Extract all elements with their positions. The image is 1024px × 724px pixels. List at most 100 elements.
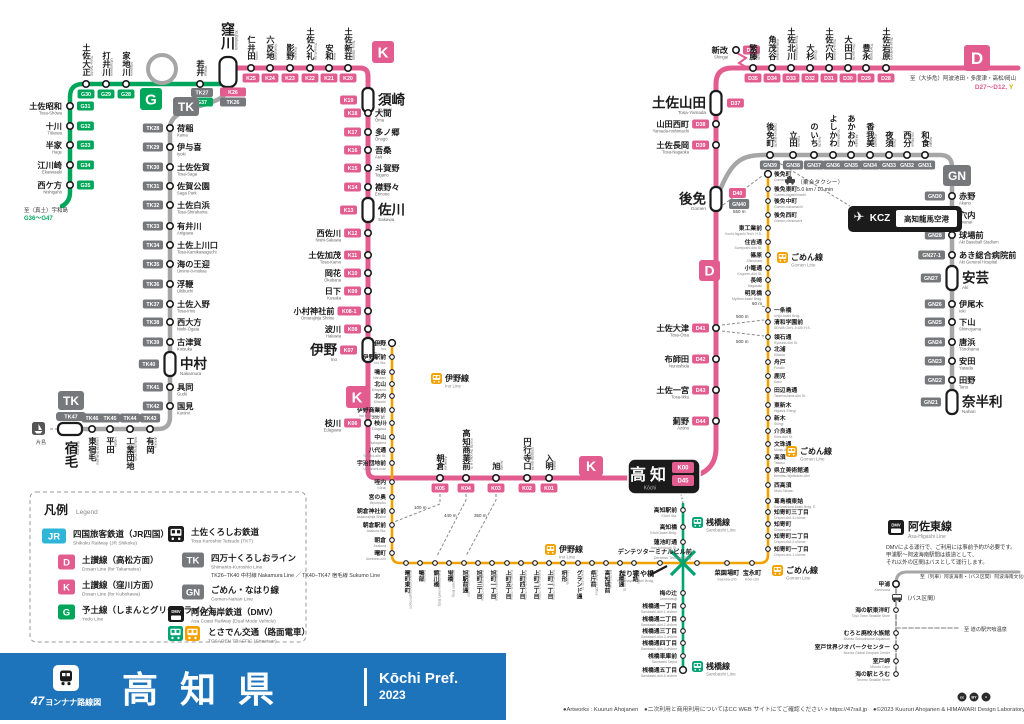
station-code: D33 <box>786 76 796 82</box>
station-code: D42 <box>696 357 706 363</box>
tram-stop-name: 桟橋通三丁目 <box>642 627 677 635</box>
tram-stop-name: 小篭通 <box>744 264 763 272</box>
station-code: G30 <box>81 92 91 98</box>
tram-stop-romaji: Asahi-ekimae-dōri <box>467 570 471 597</box>
station-marker <box>166 124 175 133</box>
station-code: G34 <box>80 163 90 169</box>
tram-stop-marker <box>765 482 771 488</box>
station-Hotaru-bashi Brdg.: 蛍橋Hotaru-bashi Brdg. <box>446 560 456 598</box>
tram-stop-romaji: Kitaura <box>774 353 785 357</box>
station-romaji: Hage <box>52 150 63 155</box>
station-code: TK39 <box>146 340 159 346</box>
bus-icon <box>892 594 902 603</box>
tram-stop-romaji: Kitayama <box>372 388 386 392</box>
station-code-badge: K06 <box>344 418 361 428</box>
banner-subtitle: Kōchi Pref. 2023 <box>379 669 459 703</box>
tram-stop-romaji: Asakura <box>374 544 387 548</box>
tram-stop-romaji: Ino <box>381 347 386 351</box>
station-marker <box>363 251 372 260</box>
station-marker <box>765 151 774 160</box>
station-name: 後免町 <box>766 122 775 148</box>
transfer-link <box>436 484 467 557</box>
station-romaji: Aki Baseball Stadium <box>959 240 999 245</box>
tram-stop-name: 朝倉 <box>374 536 386 544</box>
station-name: 海の王迎 <box>177 259 211 269</box>
station-code-badge: K14 <box>344 182 361 192</box>
station-name: 打井川 <box>102 51 112 77</box>
tram-stop-romaji: Sambashi-dōri-4-chōme <box>641 647 677 651</box>
station-name: 岡花 <box>325 268 342 278</box>
tram-stop-marker <box>765 225 771 231</box>
plane-icon: ✈ <box>854 209 865 224</box>
station-code-badge: TK33 <box>142 221 163 231</box>
station-code-badge: TK40 <box>138 359 159 369</box>
tram-stop-name: 曙町 <box>374 549 386 557</box>
tram-stop-romaji: Takasu <box>774 461 785 465</box>
tram-stop-marker <box>680 603 686 609</box>
station-marker <box>343 64 352 73</box>
map-note: 60 m <box>752 301 762 306</box>
station-name: あかおか <box>847 114 856 147</box>
line-symbol-G: G <box>140 88 162 110</box>
page-title: 高知県 <box>122 668 297 710</box>
station-Monju-dōri St.: 文珠通Monju-dōri St. <box>765 440 795 452</box>
station-code: G35 <box>80 183 90 189</box>
station-marker <box>902 151 911 160</box>
tram-line-romaji: Sambashi Line <box>706 528 736 533</box>
station-code-badge: D41 <box>692 323 709 333</box>
station-marker <box>361 196 375 224</box>
tram-stop-name: 鴨部 <box>417 569 424 583</box>
station-code: GN30 <box>928 194 942 200</box>
tram-stop-marker <box>389 479 395 485</box>
station-code-badge: TK43 <box>139 413 161 423</box>
tram-stop-name: 知寄町一丁目 <box>773 545 809 553</box>
legend-label: 土讃線（高松方面） <box>82 555 159 565</box>
station-marker <box>324 64 333 73</box>
station-romaji: Ekawasaki <box>42 170 62 175</box>
tram-stop-name: 東新木 <box>774 401 792 409</box>
station-code-badge: D34 <box>763 73 781 83</box>
station-romaji: Nishigahō <box>43 190 62 195</box>
tram-stop-romaji: Narutani <box>373 376 386 380</box>
station-name: 具同 <box>176 383 193 392</box>
map-label: K <box>586 458 596 474</box>
station-code-badge: GN26 <box>924 299 945 309</box>
station-code: K26 <box>228 90 238 96</box>
station-marker <box>945 264 959 292</box>
tram-stop-name: 上町五丁目 <box>504 569 511 600</box>
tram-stop-romaji: Asakura Sta. <box>367 529 386 533</box>
tram-stop-romaji: Muroto Cape <box>870 665 890 669</box>
tram-icon <box>777 252 788 263</box>
station-code: TK38 <box>146 320 159 326</box>
station-code-badge: D39 <box>692 140 709 150</box>
station-code-badge: K17 <box>344 127 361 137</box>
station-romaji: Nunoshida <box>669 364 690 369</box>
station-code: D32 <box>805 76 815 82</box>
tram-stop-marker <box>680 524 686 530</box>
legend-label: 土佐くろしお鉄道 <box>191 527 260 537</box>
tram-stop-name: 新木 <box>774 414 786 422</box>
transfer-link <box>775 160 851 207</box>
tram-stop-name: 菜園場町 <box>714 569 741 577</box>
station-name: 若井 <box>196 59 206 77</box>
station-marker <box>711 354 720 363</box>
tram-stop-marker <box>765 334 771 340</box>
station-code-badge: D35 <box>744 73 762 83</box>
station-name: 伊野 <box>309 342 337 358</box>
station-name: 江川崎 <box>37 160 62 170</box>
station-Kochi-higashi Tech. H.S.: 東工業前Kochi-higashi Tech. H.S. <box>725 224 771 236</box>
station-romaji: Kunimi <box>177 411 190 416</box>
station-marker <box>66 122 75 131</box>
